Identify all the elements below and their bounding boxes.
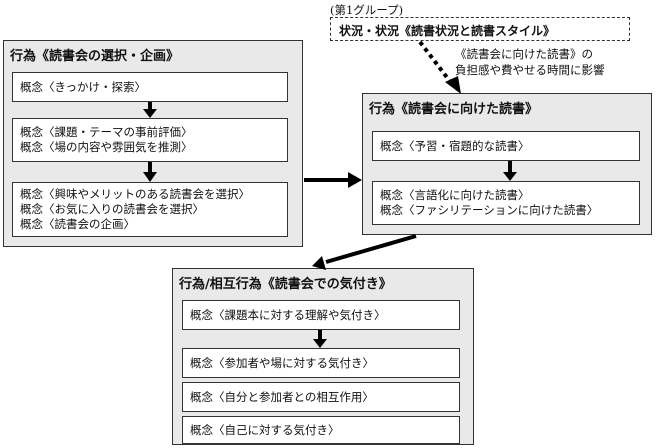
- arrow-down-icon: [143, 102, 157, 118]
- concept-label: 概念〈興味やメリットのある読書会を選択〉: [20, 187, 250, 201]
- dotted-arrow-icon: [418, 40, 461, 94]
- concept-label: 概念〈ファシリテーションに向けた読書〉: [380, 203, 599, 217]
- concept-box: 概念〈興味やメリットのある読書会を選択〉 概念〈お気に入りの読書会を選択〉 概念…: [12, 182, 288, 237]
- concept-label: 概念〈課題本に対する理解や気付き〉: [190, 308, 386, 322]
- influence-note-line2: 負担感や費やせる時間に影響: [455, 63, 605, 77]
- concept-label: 概念〈予習・宿題的な読書〉: [380, 139, 530, 153]
- arrow-down-icon: [503, 161, 517, 181]
- panel-title: 行為/相互行為《読書会での気付き》: [179, 277, 392, 292]
- arrow-right-icon: [304, 172, 362, 188]
- concept-label: 概念〈自己に対する気付き〉: [190, 423, 340, 437]
- concept-box: 概念〈自己に対する気付き〉: [182, 416, 460, 444]
- situation-box: 状況・状況《読書状況と読書スタイル》: [330, 17, 630, 41]
- concept-label: 概念〈言語化に向けた読書〉: [380, 188, 530, 202]
- concept-label: 概念〈場の内容や雰囲気を推測〉: [20, 140, 193, 154]
- influence-note-line1: 《読書会に向けた読書》の: [455, 47, 593, 61]
- concept-label: 概念〈参加者や場に対する気付き〉: [190, 356, 374, 370]
- arrow-down-icon: [313, 330, 327, 348]
- panel-title: 行為《読書会に向けた読書》: [369, 102, 539, 117]
- concept-box: 概念〈課題・テーマの事前評価〉 概念〈場の内容や雰囲気を推測〉: [12, 118, 288, 162]
- concept-label: 概念〈自分と参加者との相互作用〉: [190, 390, 374, 404]
- arrow-diagonal-icon: [312, 234, 417, 270]
- group-label: (第1グループ): [330, 3, 404, 17]
- concept-label: 概念〈読書会の企画〉: [20, 217, 135, 231]
- panel-title: 行為《読書会の選択・企画》: [10, 49, 180, 64]
- concept-box: 概念〈参加者や場に対する気付き〉: [182, 348, 460, 378]
- concept-box: 概念〈自分と参加者との相互作用〉: [182, 382, 460, 412]
- concept-box: 概念〈言語化に向けた読書〉 概念〈ファシリテーションに向けた読書〉: [372, 181, 640, 225]
- concept-label: 概念〈課題・テーマの事前評価〉: [20, 125, 193, 139]
- concept-box: 概念〈課題本に対する理解や気付き〉: [182, 300, 460, 330]
- arrow-down-icon: [143, 162, 157, 182]
- concept-label: 概念〈きっかけ・探索〉: [20, 80, 147, 94]
- concept-label: 概念〈お気に入りの読書会を選択〉: [20, 202, 204, 216]
- concept-box: 概念〈予習・宿題的な読書〉: [372, 131, 640, 161]
- concept-box: 概念〈きっかけ・探索〉: [12, 72, 288, 102]
